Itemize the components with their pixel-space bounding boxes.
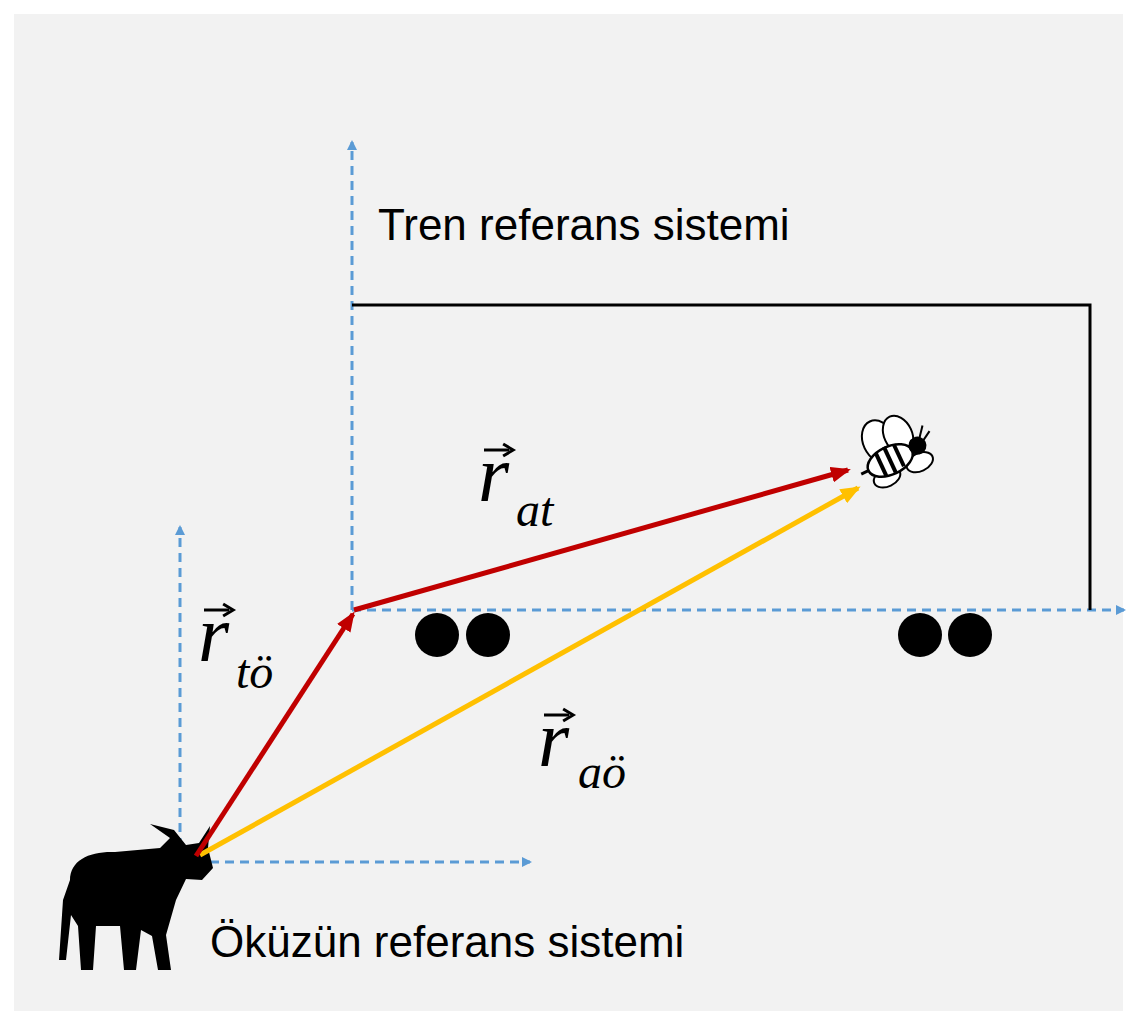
frame-title: Tren referans sistemi [378,203,790,247]
vector-subscript: at [516,486,553,534]
vector-subscript: aö [578,748,626,796]
vector-symbol: r [198,594,229,674]
wheel [466,613,510,657]
train-y-axis [351,142,354,610]
vector-symbol: r [538,699,569,779]
vector-a-t [354,470,848,610]
wheel [948,613,992,657]
vector-symbol: r [478,434,509,514]
vector-subscript: tö [236,648,273,696]
vector-a-o [200,488,858,855]
ox-figure [59,824,213,970]
train-x-axis [352,609,1124,612]
frame-title: Öküzün referans sistemi [210,920,684,964]
wheel [415,613,459,657]
bee-figure [843,400,944,495]
ox-x-axis [180,861,530,864]
wheel [898,613,942,657]
background-panel [14,14,1123,1011]
ox-y-axis [179,527,182,862]
